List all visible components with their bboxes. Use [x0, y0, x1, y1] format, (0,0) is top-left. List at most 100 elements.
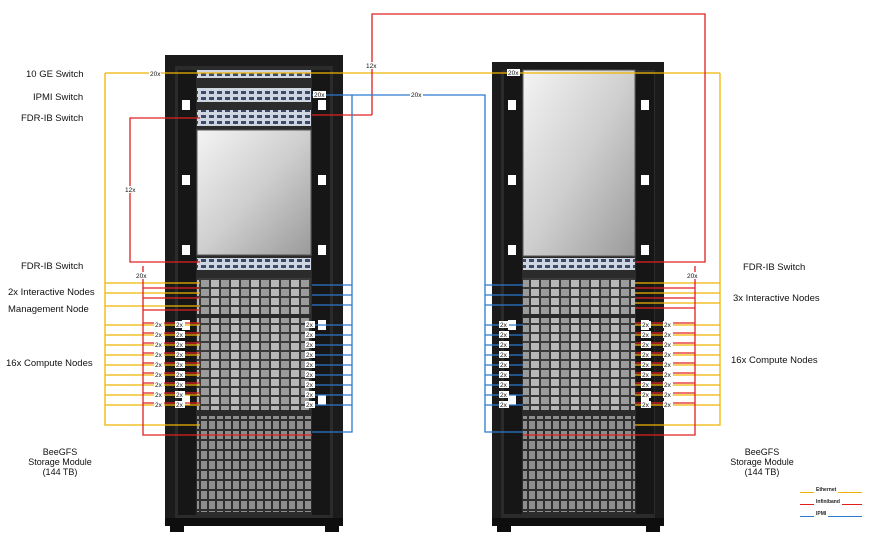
- per-node-count-2-7: 2x: [306, 392, 314, 399]
- label-beegfs-left: BeeGFS Storage Module (144 TB): [20, 447, 100, 477]
- label-fdr-top-switch: FDR-IB Switch: [21, 113, 84, 124]
- beegfs-left-line1: BeeGFS: [42, 447, 78, 457]
- label-compute-left: 16x Compute Nodes: [6, 358, 93, 369]
- per-node-count-1-0: 2x: [176, 322, 184, 329]
- left-ipmi-switch: [197, 88, 311, 102]
- label-beegfs-right: BeeGFS Storage Module (144 TB): [722, 447, 802, 477]
- left-10ge-switch: [197, 70, 311, 78]
- right-compute-nodes: [523, 318, 635, 410]
- left-interactive-nodes: [197, 278, 311, 302]
- beegfs-left-line2: Storage Module: [28, 457, 92, 467]
- per-node-count-3-5: 2x: [500, 372, 508, 379]
- per-node-count-1-5: 2x: [176, 372, 184, 379]
- per-node-count-1-2: 2x: [176, 342, 184, 349]
- left-rack: [165, 55, 343, 532]
- legend-item-infiniband: Infiniband: [800, 498, 868, 510]
- count-20x-right-top: 20x: [508, 70, 519, 77]
- per-node-count-1-4: 2x: [176, 362, 184, 369]
- per-node-count-4-8: 2x: [642, 402, 650, 409]
- legend: Ethernet Infiniband IPMI: [800, 486, 868, 522]
- per-node-count-4-2: 2x: [642, 342, 650, 349]
- left-fdr-mid-switch: [197, 258, 311, 270]
- beegfs-right-line3: (144 TB): [744, 467, 780, 477]
- per-node-count-0-5: 2x: [155, 372, 163, 379]
- count-20x-right: 20x: [687, 273, 698, 280]
- left-blank-panel: [196, 129, 312, 256]
- ethernet-cables: [104, 72, 721, 426]
- per-node-count-2-1: 2x: [306, 332, 314, 339]
- per-node-count-5-4: 2x: [664, 362, 672, 369]
- count-20x-top: 20x: [150, 71, 161, 78]
- per-node-count-2-6: 2x: [306, 382, 314, 389]
- legend-label-ethernet: Ethernet: [814, 487, 839, 493]
- per-node-count-3-2: 2x: [500, 342, 508, 349]
- per-node-count-3-7: 2x: [500, 392, 508, 399]
- right-fdr-switch: [523, 258, 635, 270]
- per-node-count-1-1: 2x: [176, 332, 184, 339]
- per-node-count-labels: 2x 2x 2x 2x 2x 2x 2x 2x 2x 2x 2x 2x 2x 2x 2x 2x 2x 2x 2x 2x…: [154, 321, 673, 409]
- per-node-count-5-8: 2x: [664, 402, 672, 409]
- legend-label-infiniband: Infiniband: [814, 499, 842, 505]
- per-node-count-4-4: 2x: [642, 362, 650, 369]
- per-node-count-0-2: 2x: [155, 342, 163, 349]
- per-node-count-4-7: 2x: [642, 392, 650, 399]
- per-node-count-3-3: 2x: [500, 352, 508, 359]
- per-node-count-3-4: 2x: [500, 362, 508, 369]
- label-interactive-left: 2x Interactive Nodes: [8, 287, 95, 298]
- per-node-count-2-2: 2x: [306, 342, 314, 349]
- infiniband-cables: [129, 13, 706, 436]
- beegfs-right-line1: BeeGFS: [744, 447, 780, 457]
- per-node-count-4-0: 2x: [642, 322, 650, 329]
- per-node-count-4-5: 2x: [642, 372, 650, 379]
- per-node-count-3-8: 2x: [500, 402, 508, 409]
- per-node-count-2-0: 2x: [306, 322, 314, 329]
- right-blank-panel: [522, 69, 636, 257]
- label-fdr-left-mid: FDR-IB Switch: [21, 261, 84, 272]
- per-node-count-5-7: 2x: [664, 392, 672, 399]
- ipmi-cables: [312, 94, 523, 433]
- per-node-count-5-1: 2x: [664, 332, 672, 339]
- legend-item-ethernet: Ethernet: [800, 486, 868, 498]
- left-management-node: [197, 302, 311, 314]
- label-compute-right: 16x Compute Nodes: [731, 355, 818, 366]
- per-node-count-4-6: 2x: [642, 382, 650, 389]
- count-12x-top: 12x: [366, 63, 377, 70]
- right-storage-module: [523, 416, 635, 512]
- left-fdr-top-switch: [197, 110, 311, 126]
- beegfs-left-line3: (144 TB): [42, 467, 78, 477]
- per-node-count-1-8: 2x: [176, 402, 184, 409]
- per-node-count-1-3: 2x: [176, 352, 184, 359]
- count-12x-left: 12x: [125, 187, 136, 194]
- label-10ge-switch: 10 GE Switch: [26, 69, 84, 80]
- right-interactive-nodes: [523, 278, 635, 314]
- legend-item-ipmi: IPMI: [800, 510, 868, 522]
- per-node-count-2-3: 2x: [306, 352, 314, 359]
- per-node-count-4-1: 2x: [642, 332, 650, 339]
- per-node-count-0-6: 2x: [155, 382, 163, 389]
- per-node-count-3-6: 2x: [500, 382, 508, 389]
- count-20x-ipmi: 20x: [314, 92, 325, 99]
- per-node-count-5-0: 2x: [664, 322, 672, 329]
- per-node-count-5-2: 2x: [664, 342, 672, 349]
- per-node-count-2-5: 2x: [306, 372, 314, 379]
- per-node-count-2-4: 2x: [306, 362, 314, 369]
- per-node-count-0-4: 2x: [155, 362, 163, 369]
- per-node-count-1-7: 2x: [176, 392, 184, 399]
- per-node-count-3-0: 2x: [500, 322, 508, 329]
- label-ipmi-switch: IPMI Switch: [33, 92, 84, 103]
- label-management-node: Management Node: [8, 304, 89, 315]
- label-interactive-right: 3x Interactive Nodes: [733, 293, 820, 304]
- per-node-count-3-1: 2x: [500, 332, 508, 339]
- count-20x-left: 20x: [136, 273, 147, 280]
- per-node-count-0-8: 2x: [155, 402, 163, 409]
- per-node-count-5-5: 2x: [664, 372, 672, 379]
- label-fdr-right: FDR-IB Switch: [743, 262, 806, 273]
- per-node-count-4-3: 2x: [642, 352, 650, 359]
- per-node-count-0-3: 2x: [155, 352, 163, 359]
- per-node-count-2-8: 2x: [306, 402, 314, 409]
- per-node-count-5-3: 2x: [664, 352, 672, 359]
- per-node-count-1-6: 2x: [176, 382, 184, 389]
- per-node-count-0-1: 2x: [155, 332, 163, 339]
- left-storage-module: [197, 416, 311, 512]
- per-node-count-5-6: 2x: [664, 382, 672, 389]
